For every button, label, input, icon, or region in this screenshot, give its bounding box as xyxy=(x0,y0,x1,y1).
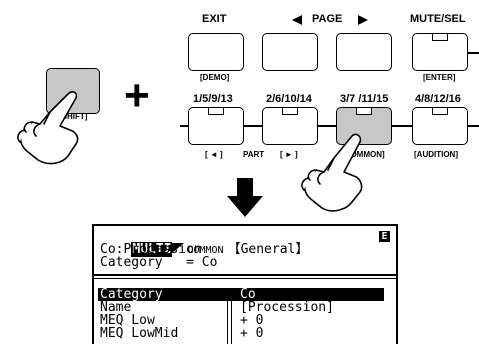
part-label: PART xyxy=(243,150,264,159)
lcd-list-value: + 0 xyxy=(240,327,263,340)
lcd-line2-label: Category xyxy=(100,255,163,270)
demo-label: [DEMO] xyxy=(200,73,229,82)
part-button-4-audition[interactable] xyxy=(412,107,468,145)
lcd-line2-value: = Co xyxy=(186,255,217,270)
page-left-button[interactable] xyxy=(262,33,318,71)
part-button-2-label: 2/6/10/14 xyxy=(266,93,312,105)
page-label: PAGE xyxy=(312,13,342,25)
part-1-led xyxy=(208,107,224,115)
page-right-button[interactable] xyxy=(336,33,392,71)
part-button-1[interactable] xyxy=(188,107,244,145)
pointing-hand-icon-right xyxy=(290,130,380,214)
part-left-label: [ ◄ ] xyxy=(205,150,223,159)
page-right-icon xyxy=(356,15,370,25)
mute-sel-label: MUTE/SEL xyxy=(410,13,466,25)
connector-line xyxy=(468,52,479,54)
mute-sel-button[interactable] xyxy=(412,33,468,71)
part-3-led xyxy=(356,107,372,115)
lcd-list-param[interactable]: MEQ LowMid xyxy=(100,327,178,340)
plus-sign: + xyxy=(124,74,150,118)
part-button-1-label: 1/5/9/13 xyxy=(193,93,233,105)
enter-label: [ENTER] xyxy=(423,73,455,82)
lcd-edit-icon: E xyxy=(379,231,390,242)
part-4-led xyxy=(432,107,448,115)
lcd-divider-thin xyxy=(94,278,396,279)
mute-sel-led xyxy=(432,33,448,41)
lcd-divider xyxy=(94,274,396,276)
page-left-icon xyxy=(290,15,304,25)
lcd-line2: Category = Co xyxy=(100,256,217,269)
part-2-led xyxy=(282,107,298,115)
lcd-scrollbar[interactable] xyxy=(227,288,232,344)
audition-label: [AUDITION] xyxy=(414,150,458,159)
pointing-hand-icon-left xyxy=(10,86,100,166)
exit-label: EXIT xyxy=(202,13,226,25)
part-button-3-label: 3/7 /11/15 xyxy=(340,93,388,105)
lcd-scrollbar-thumb[interactable] xyxy=(228,288,231,298)
lcd-page-title: 【General】 xyxy=(228,242,309,257)
arrow-down-icon xyxy=(226,178,264,218)
part-button-4-label: 4/8/12/16 xyxy=(415,93,461,105)
exit-button[interactable] xyxy=(188,33,244,71)
